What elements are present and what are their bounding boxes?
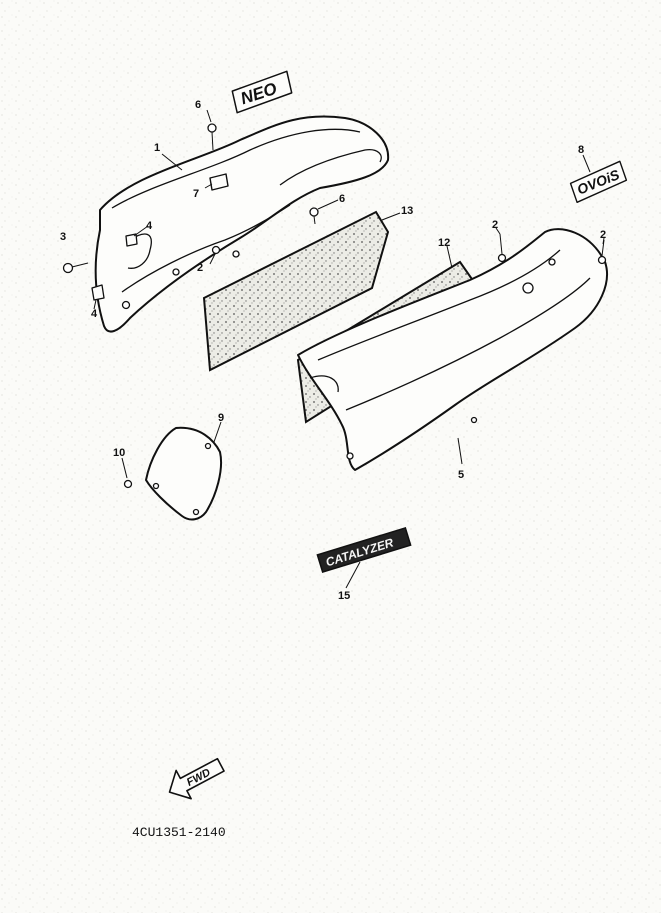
diagram-part-number: 4CU1351-2140 [132, 825, 226, 840]
forward-direction-arrow: FWD [168, 757, 225, 800]
left-side-cover-part-1 [94, 115, 390, 333]
clip-part-4-lower [91, 284, 105, 301]
callout-10: 10 [113, 447, 125, 459]
callout-2-middle: 2 [492, 219, 498, 231]
screw-part-2-left [211, 245, 221, 255]
right-side-cover-part-5 [297, 228, 608, 471]
screw-part-2-middle [497, 233, 507, 263]
screw-part-6-top [207, 123, 217, 151]
callout-4-lower: 4 [91, 308, 98, 320]
callout-2-right: 2 [600, 229, 606, 241]
callout-6-top: 6 [195, 99, 201, 111]
callout-15: 15 [338, 590, 350, 602]
callout-5: 5 [458, 469, 464, 481]
callout-labels: 1 2 2 2 3 4 4 5 6 6 7 8 9 10 12 13 15 [60, 99, 606, 602]
callout-1: 1 [154, 142, 160, 154]
callout-4-upper: 4 [146, 220, 153, 232]
clip-part-7 [209, 173, 229, 191]
callout-13: 13 [401, 205, 413, 217]
callout-8: 8 [578, 144, 584, 156]
callout-6-middle: 6 [339, 193, 345, 205]
small-cover-part-9 [145, 426, 222, 521]
callout-7: 7 [193, 188, 199, 200]
foam-pad-part-13 [202, 210, 390, 372]
callout-12: 12 [438, 237, 450, 249]
callout-3: 3 [60, 231, 66, 243]
callout-2-left: 2 [197, 262, 203, 274]
screw-part-10 [123, 479, 133, 489]
clip-part-4-upper [125, 233, 138, 247]
leader-lines [93, 109, 605, 589]
screw-part-6-middle [309, 207, 319, 225]
screw-part-3 [62, 262, 89, 274]
callout-9: 9 [218, 412, 224, 424]
